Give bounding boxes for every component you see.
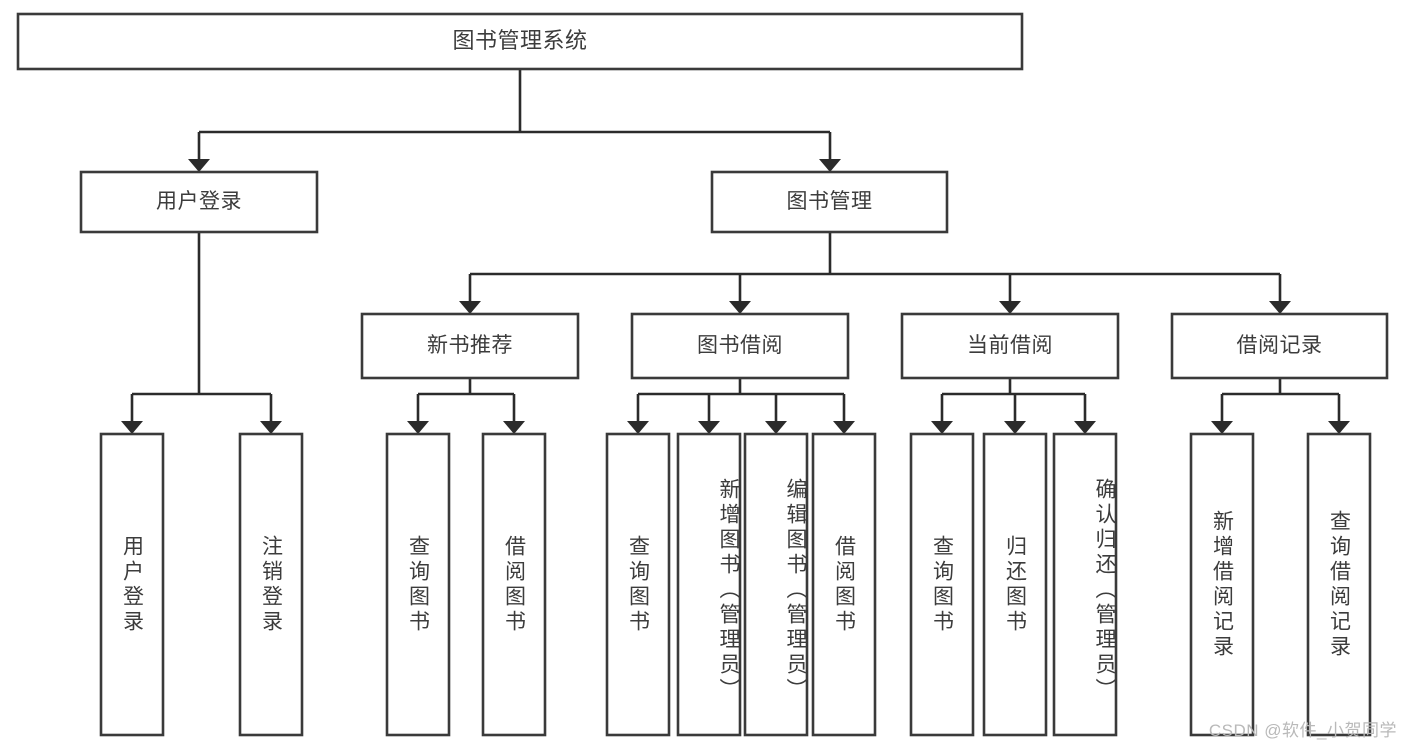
arrow-head-leaf-edit-book xyxy=(765,421,787,434)
node-box-new-book-recommend[interactable] xyxy=(360,312,580,380)
node-box-current-borrow[interactable] xyxy=(900,312,1120,380)
arrow-head-leaf-logout xyxy=(260,421,282,434)
node-box-leaf-query-book-3[interactable] xyxy=(909,432,975,737)
connectors-layer xyxy=(121,69,1350,434)
node-box-leaf-edit-book[interactable] xyxy=(743,432,809,737)
node-box-user-login[interactable] xyxy=(79,170,319,234)
node-box-leaf-borrow-book-2[interactable] xyxy=(811,432,877,737)
arrow-head-new-book-recommend xyxy=(459,301,481,314)
node-box-leaf-confirm-return[interactable] xyxy=(1052,432,1118,737)
node-box-borrow-record[interactable] xyxy=(1170,312,1389,380)
arrow-head-leaf-return-book xyxy=(1004,421,1026,434)
arrow-head-leaf-confirm-return xyxy=(1074,421,1096,434)
arrow-head-leaf-add-book xyxy=(698,421,720,434)
node-box-book-manage[interactable] xyxy=(710,170,949,234)
arrow-head-leaf-query-book-1 xyxy=(407,421,429,434)
arrow-head-current-borrow xyxy=(999,301,1021,314)
arrow-head-leaf-query-book-2 xyxy=(627,421,649,434)
node-box-leaf-add-record[interactable] xyxy=(1189,432,1255,737)
node-box-book-borrow[interactable] xyxy=(630,312,850,380)
arrow-head-leaf-query-book-3 xyxy=(931,421,953,434)
node-box-leaf-query-book-2[interactable] xyxy=(605,432,671,737)
node-box-leaf-borrow-book-1[interactable] xyxy=(481,432,547,737)
arrow-head-borrow-record xyxy=(1269,301,1291,314)
node-box-leaf-query-book-1[interactable] xyxy=(385,432,451,737)
node-box-leaf-user-login[interactable] xyxy=(99,432,165,737)
watermark-text: CSDN @软件_小贺同学 xyxy=(1208,721,1397,740)
arrow-head-leaf-borrow-book-1 xyxy=(503,421,525,434)
node-box-root[interactable] xyxy=(16,12,1024,71)
arrow-head-leaf-user-login xyxy=(121,421,143,434)
arrow-head-user-login xyxy=(188,159,210,172)
arrow-head-book-manage xyxy=(819,159,841,172)
node-box-leaf-return-book[interactable] xyxy=(982,432,1048,737)
node-box-leaf-query-record[interactable] xyxy=(1306,432,1372,737)
node-box-leaf-logout[interactable] xyxy=(238,432,304,737)
arrow-head-leaf-borrow-book-2 xyxy=(833,421,855,434)
node-box-leaf-add-book[interactable] xyxy=(676,432,742,737)
arrow-head-leaf-query-record xyxy=(1328,421,1350,434)
boxes-layer xyxy=(16,12,1389,737)
arrow-head-book-borrow xyxy=(729,301,751,314)
arrow-head-leaf-add-record xyxy=(1211,421,1233,434)
